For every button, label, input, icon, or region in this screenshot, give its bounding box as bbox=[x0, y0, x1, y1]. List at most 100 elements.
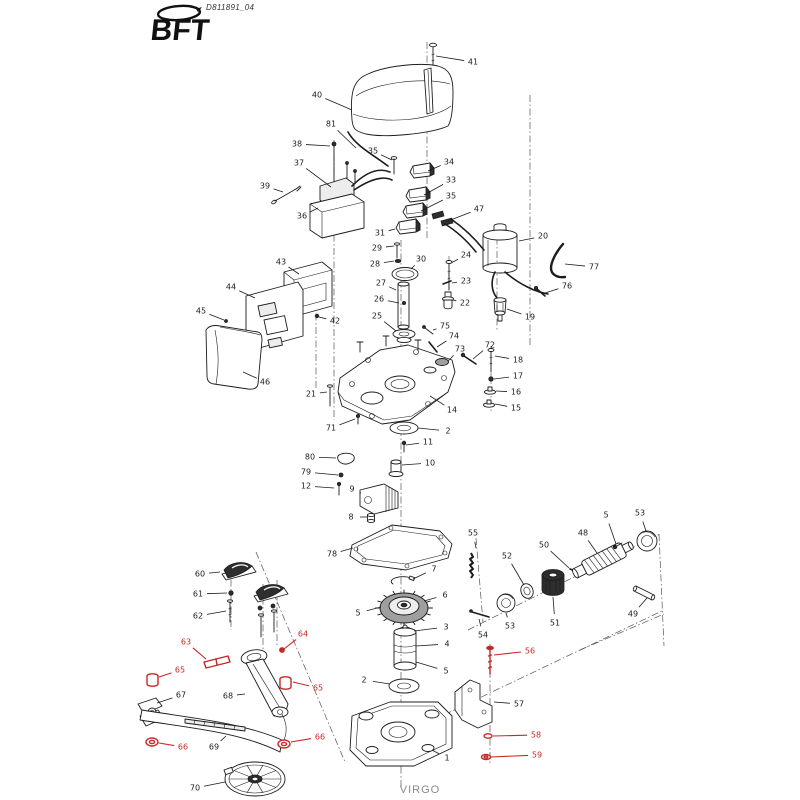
part-label-67-80: 67 bbox=[176, 691, 186, 700]
part-label-35-7: 35 bbox=[368, 147, 378, 156]
nut-28-shape bbox=[394, 258, 402, 263]
cam-60-b-shape bbox=[253, 584, 289, 603]
leader-line-24-19 bbox=[450, 258, 459, 264]
pin-72-shape bbox=[460, 352, 477, 365]
leader-line-80-45 bbox=[318, 456, 337, 459]
part-label-31-12: 31 bbox=[375, 229, 385, 238]
leader-line-49-71 bbox=[638, 597, 648, 608]
red-ring-66-left-shape bbox=[145, 737, 159, 747]
connector-47-shape bbox=[431, 210, 485, 253]
part-label-2-42: 2 bbox=[445, 427, 450, 436]
part-label-81-2: 81 bbox=[326, 120, 336, 129]
capacitor-assembly bbox=[442, 223, 567, 322]
axis-lines bbox=[230, 42, 665, 788]
release-lever-assembly bbox=[137, 562, 292, 797]
leader-line-67-80 bbox=[156, 697, 173, 704]
part-label-41-0: 41 bbox=[468, 58, 478, 67]
part-label-77-23: 77 bbox=[589, 263, 599, 272]
leader-line-1-58 bbox=[431, 749, 440, 755]
leader-line-10-44 bbox=[401, 463, 422, 466]
part-label-19-25: 19 bbox=[525, 313, 535, 322]
clip-stack bbox=[395, 161, 485, 253]
pin-54-shape bbox=[469, 609, 490, 618]
brush-holder-9-shape bbox=[359, 483, 399, 515]
nut-8-shape bbox=[367, 512, 375, 524]
part-label-8-49: 8 bbox=[348, 513, 353, 522]
pin-23-shape bbox=[442, 280, 452, 285]
part-label-66-84: 66 bbox=[315, 733, 325, 742]
screw-62-shape bbox=[227, 599, 233, 623]
part-label-59-62: 59 bbox=[532, 751, 542, 760]
leader-line-31-12 bbox=[388, 228, 396, 232]
screw-5-right-shape bbox=[612, 542, 623, 550]
red-screw-64-shape bbox=[279, 647, 285, 653]
leader-line-11-43 bbox=[405, 442, 420, 446]
brand-logo: BFT bbox=[149, 4, 211, 47]
leader-line-52-64 bbox=[511, 563, 525, 586]
part-label-80-45: 80 bbox=[305, 453, 315, 462]
pin-76-shape bbox=[534, 285, 546, 297]
spring-55-shape bbox=[469, 552, 474, 579]
leader-line-62-75 bbox=[206, 610, 227, 615]
leader-line-61-74 bbox=[206, 592, 228, 595]
part-label-61-74: 61 bbox=[193, 590, 203, 599]
part-label-53-69: 53 bbox=[505, 622, 515, 631]
part-label-56-60: 56 bbox=[525, 647, 535, 656]
leader-line-59-62 bbox=[490, 754, 529, 758]
part-label-46-30: 46 bbox=[260, 378, 270, 387]
part-label-44-27: 44 bbox=[226, 283, 236, 292]
part-label-76-24: 76 bbox=[562, 282, 572, 291]
part-label-23-20: 23 bbox=[461, 277, 471, 286]
part-label-72-37: 72 bbox=[485, 341, 495, 350]
leader-line-33-9 bbox=[423, 184, 444, 196]
leader-line-74-35 bbox=[436, 340, 447, 348]
gasket-78-shape bbox=[349, 524, 453, 571]
part-label-50-65: 50 bbox=[539, 541, 549, 550]
screw-75-shape bbox=[422, 325, 434, 335]
wire-81-shape bbox=[347, 131, 389, 167]
leader-line-55-63 bbox=[474, 541, 477, 549]
part-label-38-3: 38 bbox=[292, 140, 302, 149]
leader-line-64-77 bbox=[283, 639, 297, 650]
part-label-25-18: 25 bbox=[372, 312, 382, 321]
screw-26-shape bbox=[401, 300, 406, 305]
part-label-69-82: 69 bbox=[209, 743, 219, 752]
part-label-74-35: 74 bbox=[449, 332, 459, 341]
part-label-43-26: 43 bbox=[276, 258, 286, 267]
part-label-9-48: 9 bbox=[349, 485, 354, 494]
plug-22-shape bbox=[442, 291, 454, 310]
clip-33-shape bbox=[405, 185, 431, 203]
screw-38-shape bbox=[331, 141, 337, 184]
peg-12-shape bbox=[336, 481, 342, 496]
clip-34-shape bbox=[409, 161, 435, 179]
ring-52-shape bbox=[520, 583, 534, 599]
leader-line-54-72 bbox=[478, 618, 482, 627]
leader-line-18-38 bbox=[494, 355, 510, 359]
part-label-55-63: 55 bbox=[468, 529, 478, 538]
part-label-34-8: 34 bbox=[444, 158, 454, 167]
leader-line-34-8 bbox=[427, 165, 441, 172]
leader-line-63-76 bbox=[192, 647, 207, 660]
washer-2-lower-shape bbox=[388, 678, 420, 694]
part-label-54-72: 54 bbox=[478, 631, 488, 640]
leader-line-12-47 bbox=[314, 486, 335, 489]
screw-39-shape bbox=[271, 185, 302, 205]
screw-35-shape bbox=[390, 156, 398, 175]
leader-line-60-73 bbox=[208, 571, 221, 574]
release-arm-69-shape bbox=[137, 697, 287, 753]
part-label-73-36: 73 bbox=[455, 345, 465, 354]
leader-line-77-23 bbox=[564, 263, 586, 267]
leader-line-29-13 bbox=[385, 245, 395, 248]
ball-61-shape bbox=[228, 590, 234, 596]
leader-line-5-67 bbox=[608, 523, 617, 545]
leader-line-57-59 bbox=[493, 701, 511, 704]
part-label-63-76: 63 bbox=[181, 638, 191, 647]
red-cap-65-right-shape bbox=[279, 676, 292, 690]
part-label-65-78: 65 bbox=[175, 666, 185, 675]
screw-71-shape bbox=[355, 413, 360, 425]
leader-line-56-60 bbox=[493, 651, 522, 656]
part-label-66-83: 66 bbox=[178, 743, 188, 752]
leader-line-5-56 bbox=[415, 661, 438, 669]
door-46-shape bbox=[205, 325, 263, 390]
part-label-36-6: 36 bbox=[297, 212, 307, 221]
